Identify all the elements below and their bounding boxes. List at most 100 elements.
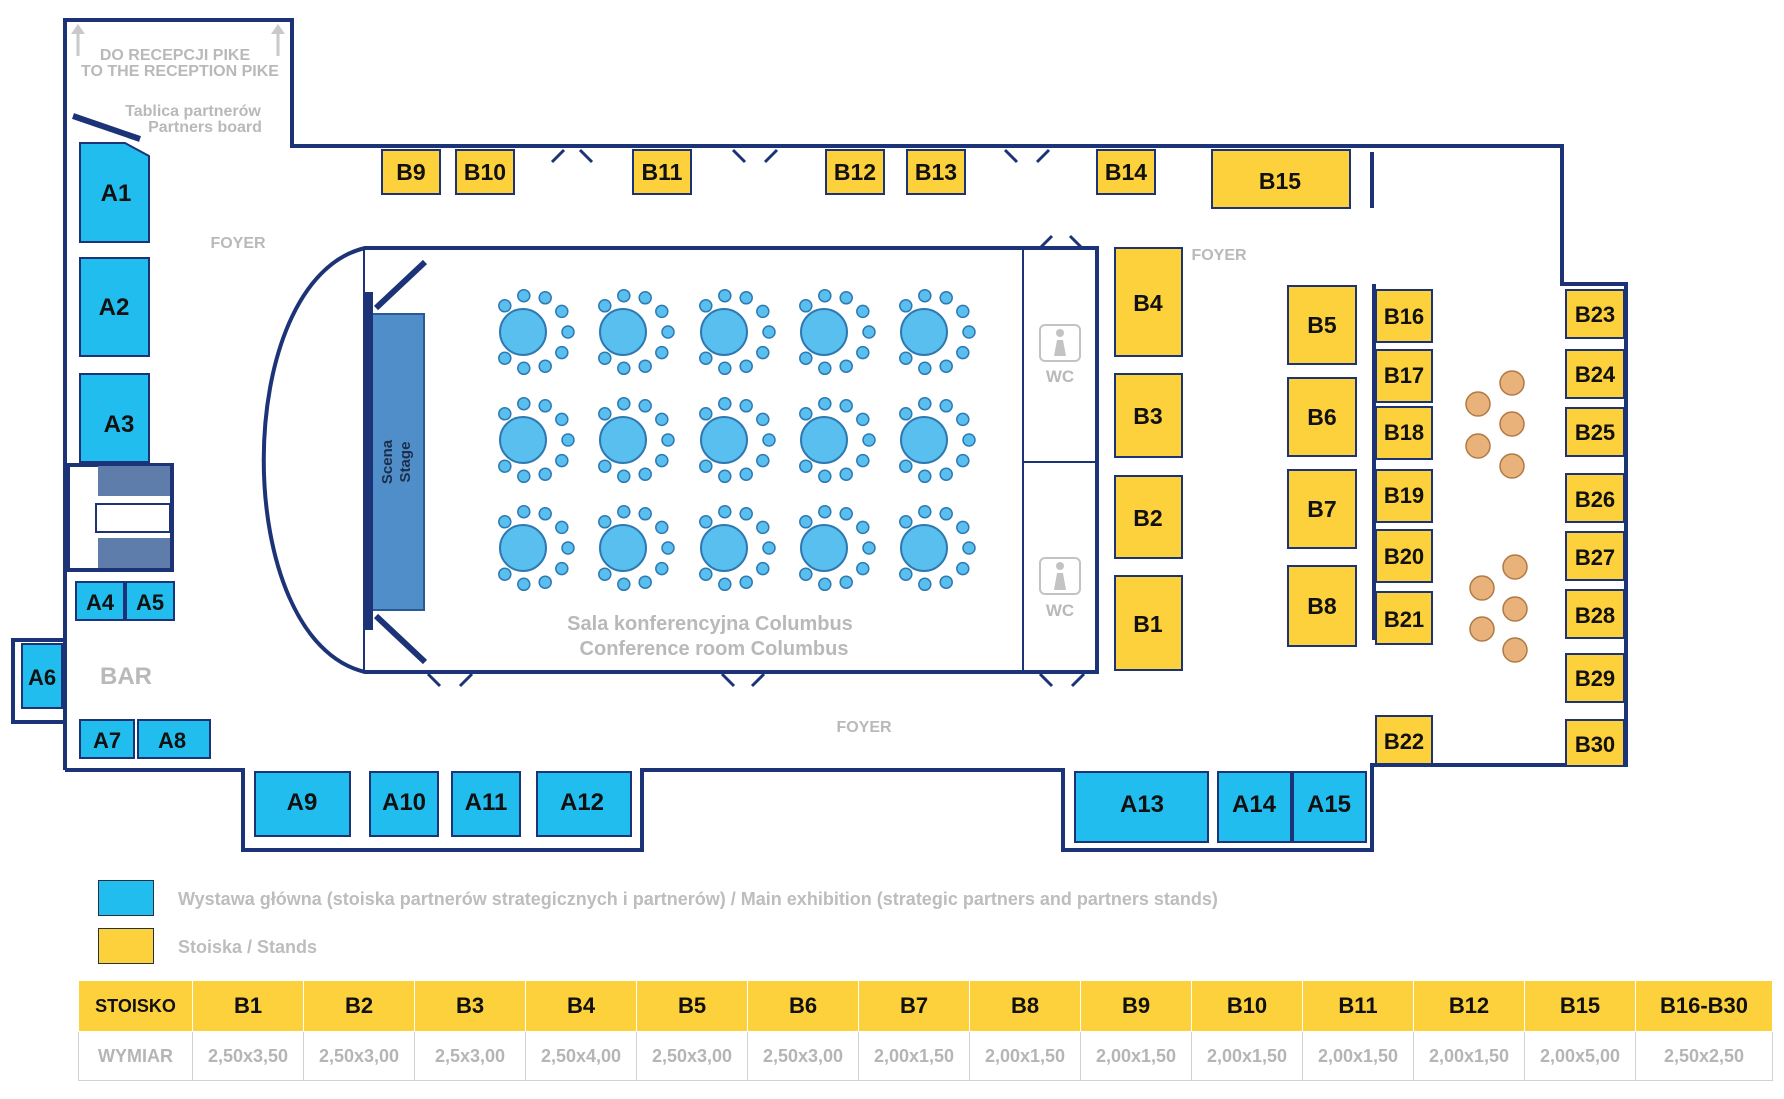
booth-a15[interactable]: A15 [1292, 771, 1367, 843]
booth-b7[interactable]: B7 [1287, 469, 1357, 549]
booth-b14[interactable]: B14 [1096, 149, 1156, 195]
chair [561, 433, 575, 447]
chair [517, 469, 531, 484]
chair [638, 359, 652, 373]
booth-a12[interactable]: A12 [536, 771, 632, 837]
chair [856, 453, 870, 468]
chair [818, 469, 832, 484]
booth-a9[interactable]: A9 [254, 771, 351, 837]
booth-a10[interactable]: A10 [369, 771, 439, 837]
booth-b15[interactable]: B15 [1211, 149, 1351, 209]
table-dim-cell: 2,5x3,00 [414, 1031, 526, 1081]
table-stand-b11: B11 [1302, 980, 1414, 1032]
booth-a3[interactable]: A3 [79, 373, 150, 463]
booth-a7[interactable]: A7 [79, 719, 135, 759]
booth-b28[interactable]: B28 [1565, 589, 1625, 639]
booth-b15-label: B15 [1259, 168, 1301, 194]
booth-a14[interactable]: A14 [1217, 771, 1292, 843]
booth-b13[interactable]: B13 [906, 149, 966, 195]
conference-room [261, 246, 1099, 674]
legend-main-exhibition: Wystawa główna (stoiska partnerów strate… [98, 880, 1498, 918]
booth-b19[interactable]: B19 [1375, 469, 1433, 523]
chair [555, 412, 569, 427]
booth-a6-label: A6 [28, 665, 56, 690]
booth-a11[interactable]: A11 [451, 771, 521, 837]
booth-b24-label: B24 [1575, 362, 1616, 387]
booth-b5[interactable]: B5 [1287, 285, 1357, 365]
reception-label-pl: DO RECEPCJI PIKE [100, 47, 251, 64]
banquet-table [799, 396, 876, 484]
chair [762, 433, 776, 447]
banquet-table [699, 396, 776, 484]
booth-b12[interactable]: B12 [825, 149, 885, 195]
booth-b1-label: B1 [1133, 611, 1163, 637]
chair [538, 467, 552, 481]
chair [756, 520, 770, 535]
chair [818, 504, 832, 519]
banquet-table [799, 504, 876, 592]
booth-b6[interactable]: B6 [1287, 377, 1357, 457]
booth-b24[interactable]: B24 [1565, 349, 1625, 399]
bar-table [1502, 596, 1528, 622]
chair [598, 407, 612, 421]
chair [818, 577, 832, 592]
booth-b8[interactable]: B8 [1287, 565, 1357, 647]
chair [718, 396, 732, 411]
booth-b9[interactable]: B9 [381, 149, 441, 195]
booth-b2[interactable]: B2 [1114, 475, 1183, 559]
booth-a4[interactable]: A4 [75, 581, 125, 621]
chair [839, 467, 853, 481]
chair [899, 351, 913, 365]
stage-label-pl: Scena [379, 439, 396, 484]
booth-b8-label: B8 [1307, 593, 1337, 619]
chair [538, 507, 552, 521]
booth-b29[interactable]: B29 [1565, 653, 1625, 703]
booth-b17[interactable]: B17 [1375, 349, 1433, 403]
table-stand-b3: B3 [414, 980, 526, 1032]
chair [956, 561, 970, 576]
booth-a6[interactable]: A6 [21, 643, 63, 709]
booth-a8[interactable]: A8 [137, 719, 211, 759]
booth-b18[interactable]: B18 [1375, 406, 1433, 460]
foyer-label-left: FOYER [210, 235, 266, 252]
chair [762, 541, 776, 555]
booth-a13[interactable]: A13 [1074, 771, 1209, 843]
booth-b14-label: B14 [1105, 159, 1147, 185]
table-stand-b15: B15 [1524, 980, 1636, 1032]
chair [699, 567, 713, 581]
chair [762, 325, 776, 339]
chair [918, 361, 932, 376]
booth-b16[interactable]: B16 [1375, 289, 1433, 343]
table-dim-cell: 2,50x3,00 [636, 1031, 748, 1081]
booth-a2[interactable]: A2 [79, 257, 150, 357]
booth-b22[interactable]: B22 [1375, 715, 1433, 765]
table-dim-cell: 2,50x3,00 [303, 1031, 415, 1081]
booth-a13-label: A13 [1120, 791, 1164, 818]
bar-tables [1465, 370, 1528, 663]
chair [918, 288, 932, 303]
chair [699, 407, 713, 421]
booth-b25[interactable]: B25 [1565, 407, 1625, 457]
booth-b20[interactable]: B20 [1375, 529, 1433, 583]
booth-b4[interactable]: B4 [1114, 247, 1183, 357]
door-markers [426, 148, 1086, 688]
booth-b1[interactable]: B1 [1114, 575, 1183, 671]
booth-b21[interactable]: B21 [1375, 591, 1433, 645]
booth-b27[interactable]: B27 [1565, 531, 1625, 581]
booth-b23[interactable]: B23 [1565, 289, 1625, 339]
booth-b26[interactable]: B26 [1565, 473, 1625, 523]
booth-b9-label: B9 [396, 159, 425, 185]
booth-b3[interactable]: B3 [1114, 373, 1183, 458]
chair [598, 299, 612, 313]
chair [756, 412, 770, 427]
booth-a14-label: A14 [1232, 791, 1277, 818]
chair [899, 299, 913, 313]
bar-table [1502, 637, 1528, 663]
chair [856, 561, 870, 576]
booth-a5[interactable]: A5 [125, 581, 175, 621]
booth-a1[interactable]: A1 [79, 142, 150, 243]
booth-b10[interactable]: B10 [455, 149, 515, 195]
booth-b11[interactable]: B11 [632, 149, 692, 195]
booth-b30[interactable]: B30 [1565, 719, 1625, 767]
